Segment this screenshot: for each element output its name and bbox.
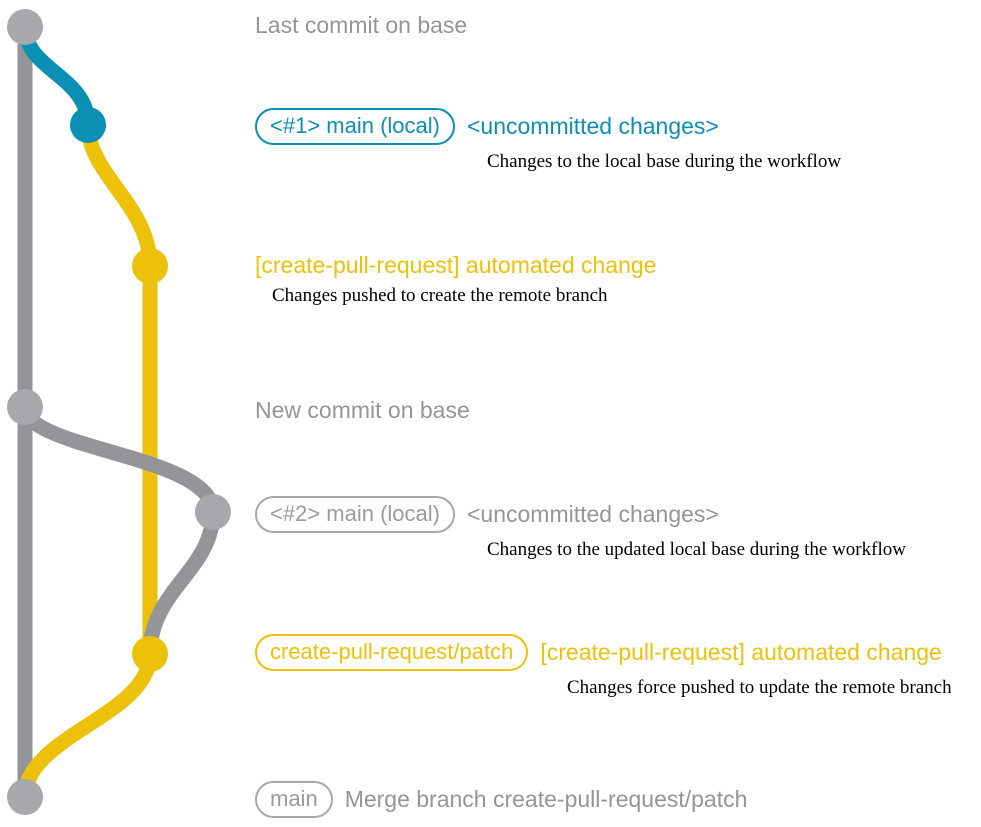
branch-badge-local-main-1[interactable]: <#1> main (local): [255, 108, 455, 146]
entry-headline: main Merge branch create-pull-request/pa…: [255, 781, 748, 819]
commit-node-local-gray[interactable]: [195, 494, 231, 530]
branch-badge-local-main-2[interactable]: <#2> main (local): [255, 496, 455, 534]
entry-local-main-1: <#1> main (local) <uncommitted changes> …: [255, 108, 841, 173]
entry-automated-change-2: create-pull-request/patch [create-pull-r…: [255, 634, 952, 699]
commit-subject: New commit on base: [255, 397, 470, 423]
commit-description: Changes force pushed to update the remot…: [567, 677, 952, 699]
commit-node-automated-yellow-1[interactable]: [132, 248, 168, 284]
branch-badge-main[interactable]: main: [255, 781, 333, 819]
entry-merge-commit: main Merge branch create-pull-request/pa…: [255, 781, 748, 819]
branch-badge-create-pull-request-patch[interactable]: create-pull-request/patch: [255, 634, 529, 672]
commit-subject: Last commit on base: [255, 12, 468, 38]
commit-subject: [create-pull-request] automated change: [255, 252, 657, 278]
patch-merge-line-yellow: [17, 646, 158, 805]
entry-headline: New commit on base: [255, 397, 470, 424]
commit-node-base-top[interactable]: [7, 9, 43, 45]
commit-node-automated-yellow-2[interactable]: [132, 636, 168, 672]
commit-description: Changes to the local base during the wor…: [487, 151, 842, 173]
commit-subject: <uncommitted changes>: [466, 113, 719, 140]
entry-headline: <#2> main (local) <uncommitted changes>: [255, 496, 906, 534]
entry-headline: <#1> main (local) <uncommitted changes>: [255, 108, 841, 146]
patch-branch-line-yellow: [80, 117, 158, 662]
entry-automated-change-1: [create-pull-request] automated change C…: [255, 252, 656, 307]
entry-headline: [create-pull-request] automated change: [255, 252, 656, 279]
commit-subject: [create-pull-request] automated change: [540, 639, 942, 666]
entry-headline: create-pull-request/patch [create-pull-r…: [255, 634, 952, 672]
commit-node-local-blue[interactable]: [70, 107, 106, 143]
rebase-branch-line-gray: [17, 399, 221, 662]
commit-subject: Merge branch create-pull-request/patch: [344, 786, 748, 813]
commit-node-merge[interactable]: [7, 779, 43, 815]
entry-local-main-2: <#2> main (local) <uncommitted changes> …: [255, 496, 906, 561]
commit-description: Changes to the updated local base during…: [487, 539, 906, 561]
entry-headline: Last commit on base: [255, 12, 467, 39]
commit-subject: <uncommitted changes>: [466, 501, 719, 528]
entry-new-commit-on-base: New commit on base: [255, 397, 470, 424]
entry-last-commit-on-base: Last commit on base: [255, 12, 467, 39]
commit-description: Changes pushed to create the remote bran…: [272, 285, 608, 306]
commit-node-base-mid[interactable]: [7, 389, 43, 425]
